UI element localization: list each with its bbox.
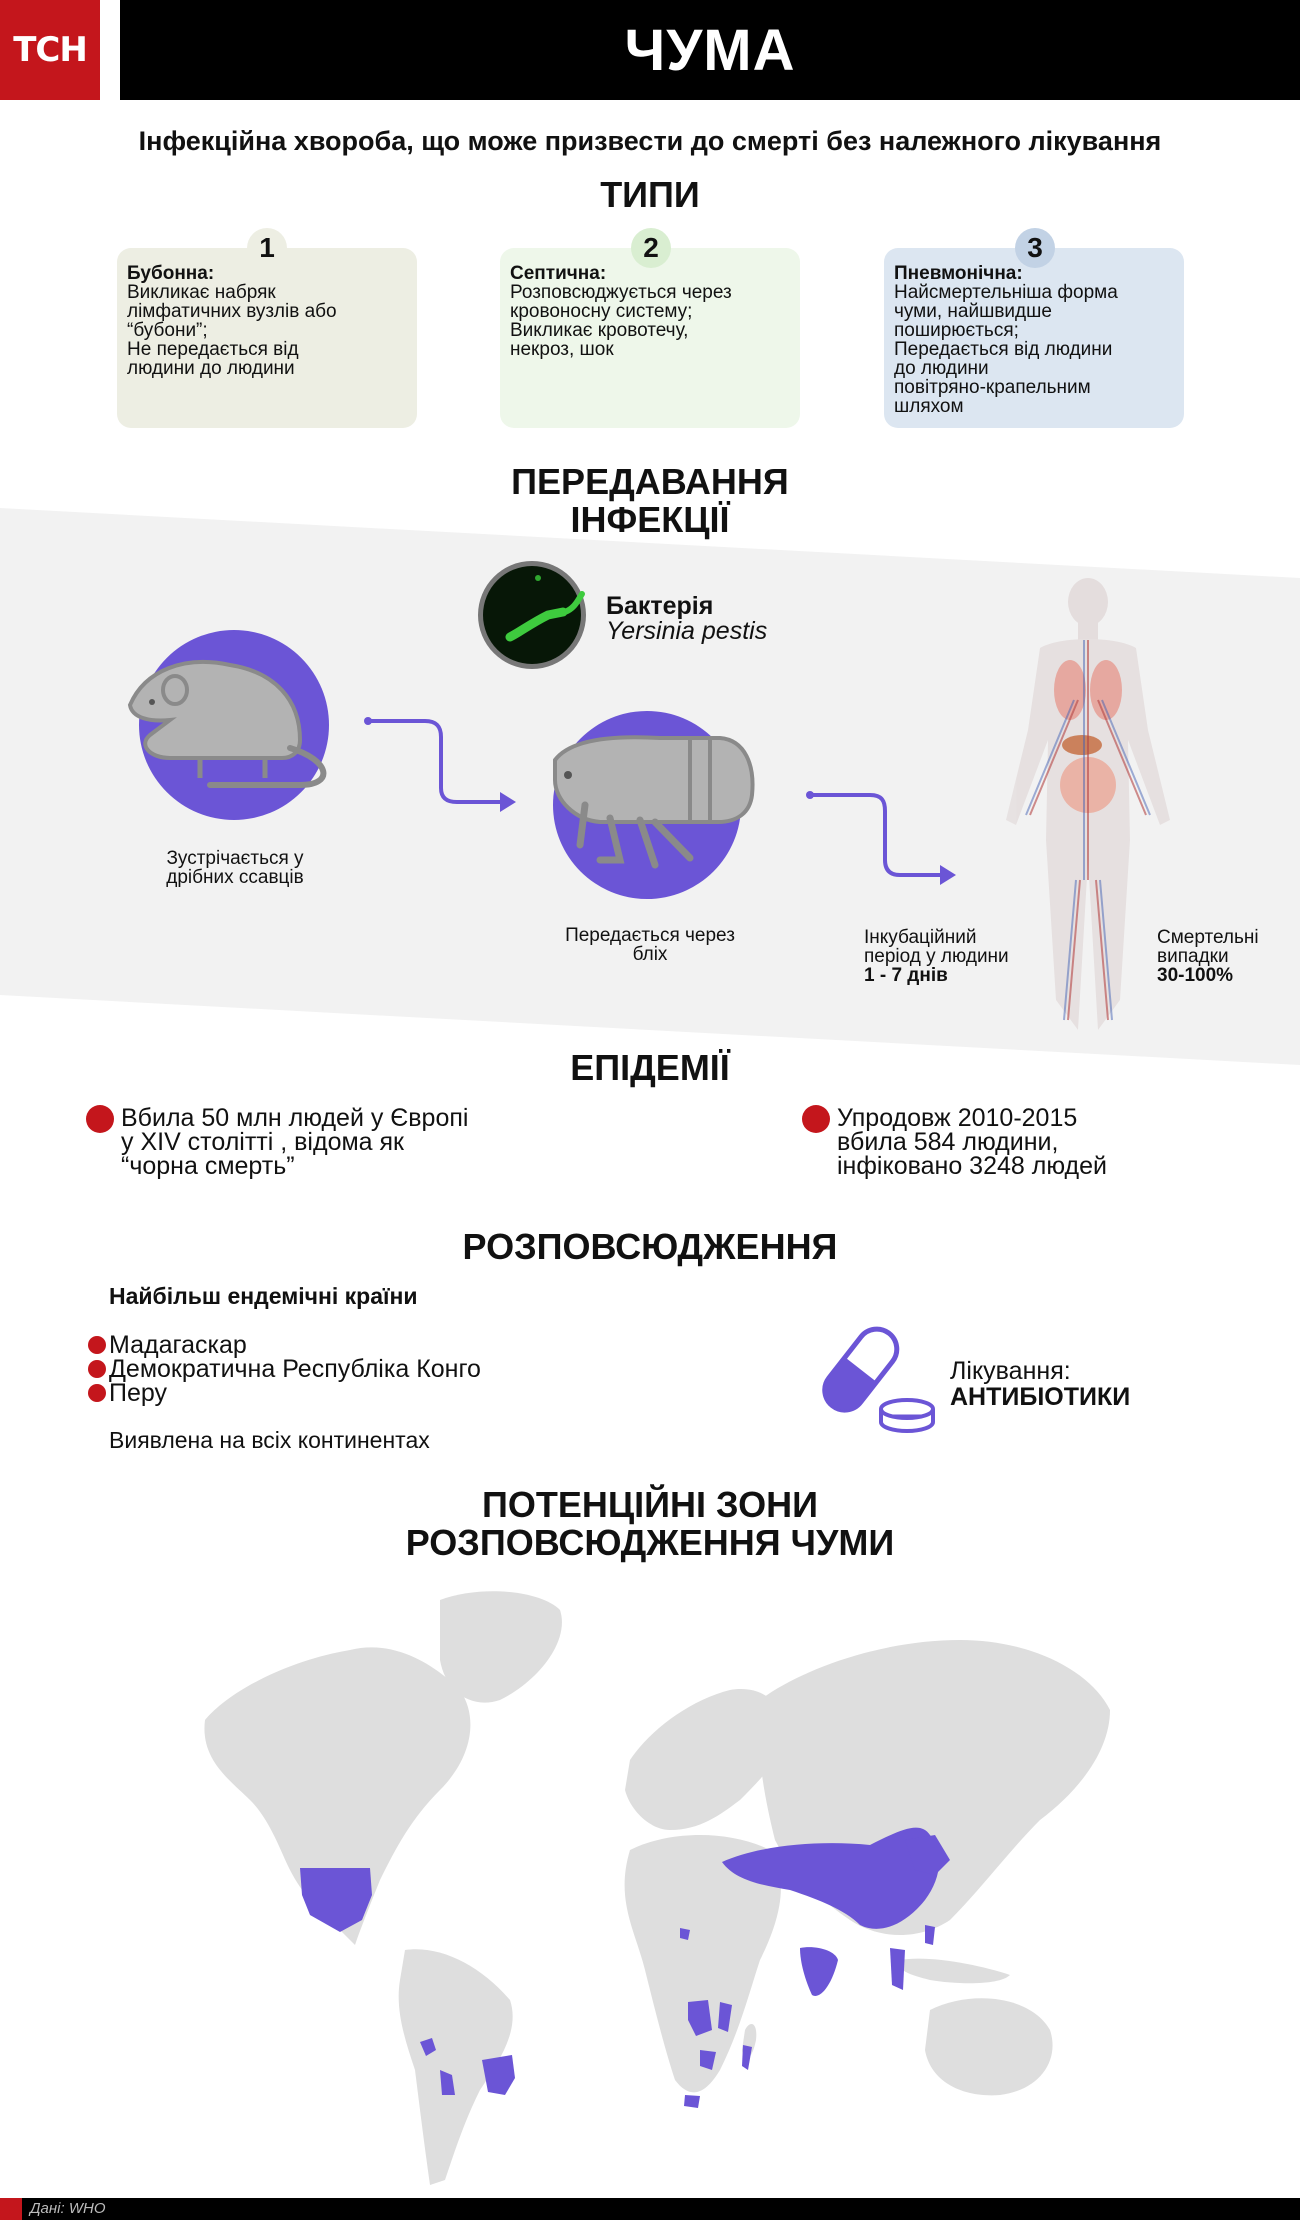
bullet-icon [88, 1384, 106, 1402]
bullet-icon [802, 1105, 830, 1133]
spread-title: РОЗПОВСЮДЖЕННЯ [462, 1226, 838, 1267]
country-drc: Демократична Республіка Конго [109, 1355, 481, 1383]
epidemics-title: ЕПІДЕМІЇ [570, 1047, 730, 1088]
transmission-title-line2: ІНФЕКЦІЇ [570, 498, 730, 540]
type-name: Пневмонічна: [894, 263, 1023, 284]
transmission-title: ПЕРЕДАВАННЯ ІНФЕКЦІЇ [0, 463, 1300, 539]
bacteria-species: Yersinia pestis [606, 617, 768, 645]
type-card-septicemic: Септична: Розповсюджується через кровоно… [500, 248, 800, 428]
type-badge-2: 2 [631, 228, 671, 268]
map-title-line2: РОЗПОВСЮДЖЕННЯ ЧУМИ [405, 1521, 895, 1563]
bullet-icon [88, 1336, 106, 1354]
type-badge-1: 1 [247, 228, 287, 268]
mammals-label: Зустрічається у дрібних ссавців [166, 848, 304, 888]
map-title: ПОТЕНЦІЙНІ ЗОНИ РОЗПОВСЮДЖЕННЯ ЧУМИ [0, 1486, 1300, 1562]
world-map [204, 1591, 1110, 2185]
country-madagascar: Мадагаскар [109, 1331, 247, 1359]
mortality-text: Смертельні випадки [1157, 927, 1259, 967]
transmission-title-line1: ПЕРЕДАВАННЯ [511, 461, 789, 502]
epidemic-recent: Упродовж 2010-2015 вбила 584 людини, інф… [837, 1104, 1107, 1180]
header-bar: ТСН ЧУМА [0, 0, 1300, 100]
treatment-value: АНТИБІОТИКИ [950, 1383, 1131, 1411]
flea-icon [553, 711, 755, 899]
type-card-bubonic: Бубонна: Викликає набряк лімфатичних вуз… [117, 248, 417, 428]
incubation-text: Інкубаційний період у людини [864, 927, 1009, 967]
mortality-value: 30-100% [1157, 965, 1234, 986]
data-source: Дані: WHO [30, 2200, 106, 2217]
treatment: Лікування: АНТИБІОТИКИ [950, 1358, 1130, 1410]
bacteria-label: Бактерія Yersinia pestis [606, 594, 767, 644]
type-description: Викликає набряк лімфатичних вузлів або “… [127, 282, 337, 379]
bullet-icon [86, 1105, 114, 1133]
type-description: Найсмертельніша форма чуми, найшвидше по… [894, 282, 1118, 417]
bacteria-title: Бактерія [606, 592, 714, 620]
type-name: Септична: [510, 263, 607, 284]
type-badge-3: 3 [1015, 228, 1055, 268]
type-card-pneumonic: Пневмонічна: Найсмертельніша форма чуми,… [884, 248, 1184, 428]
logo-text: ТСН [13, 30, 88, 70]
country-peru: Перу [109, 1379, 167, 1407]
endemic-heading: Найбільш ендемічні країни [109, 1283, 418, 1309]
tsn-logo[interactable]: ТСН [0, 0, 120, 100]
footer-accent [0, 2198, 22, 2220]
incubation-label: Інкубаційний період у людини 1 - 7 днів [864, 928, 1009, 985]
bacteria-icon [478, 561, 586, 669]
pill-icon [822, 1326, 935, 1433]
plague-zones [300, 1827, 950, 2108]
human-body-icon [1006, 578, 1170, 1030]
rat-icon [127, 630, 329, 820]
type-name: Бубонна: [127, 263, 215, 284]
type-description: Розповсюджується через кровоносну систем… [510, 282, 732, 360]
types-title: ТИПИ [600, 174, 700, 215]
arrow-icon [806, 791, 956, 885]
map-title-line1: ПОТЕНЦІЙНІ ЗОНИ [481, 1484, 818, 1525]
found-all-continents: Виявлена на всіх континентах [109, 1427, 430, 1453]
mortality-label: Смертельні випадки 30-100% [1157, 928, 1259, 985]
epidemic-europe: Вбила 50 млн людей у Європі у XIV століт… [121, 1104, 469, 1180]
incubation-value: 1 - 7 днів [864, 965, 948, 986]
footer-bar: Дані: WHO [0, 2198, 1300, 2220]
fleas-label: Передається через бліх [565, 925, 735, 965]
arrow-icon [364, 717, 516, 812]
subtitle: Інфекційна хвороба, що може призвести до… [138, 126, 1162, 156]
bullet-icon [88, 1360, 106, 1378]
page-title: ЧУМА [624, 17, 796, 83]
treatment-label: Лікування: [950, 1357, 1071, 1385]
transmission-illustration [127, 561, 1170, 1030]
